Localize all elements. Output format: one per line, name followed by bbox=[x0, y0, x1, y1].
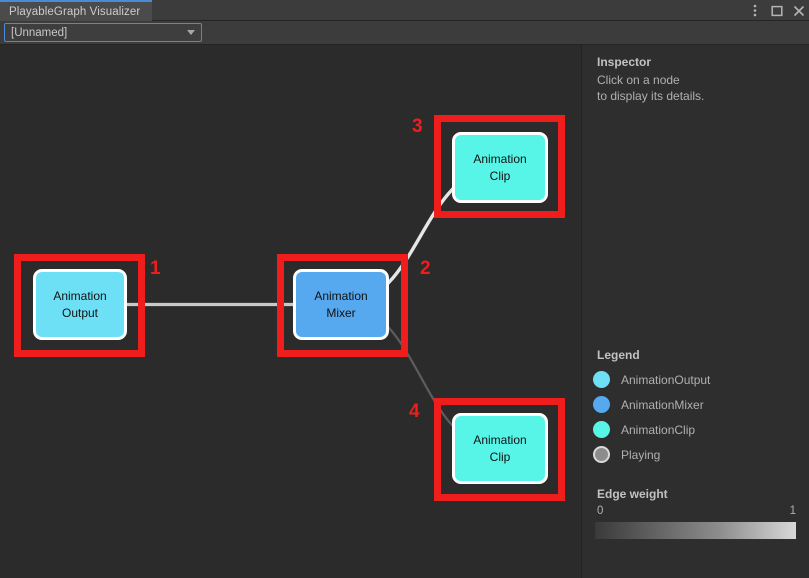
node-label-line-1: Animation bbox=[473, 151, 527, 166]
annotation-number: 2 bbox=[420, 258, 431, 279]
maximize-icon[interactable] bbox=[770, 4, 783, 17]
legend-item-label: AnimationClip bbox=[621, 422, 696, 437]
more-options-icon[interactable] bbox=[748, 4, 761, 17]
inspector-hint-line-2: to display its details. bbox=[597, 89, 705, 103]
node-label-line-2: Clip bbox=[489, 449, 511, 464]
node-label-line-1: Animation bbox=[473, 432, 527, 447]
edge-weight-title: Edge weight bbox=[597, 487, 668, 501]
legend-item: Playing bbox=[593, 442, 793, 467]
node-label-line-1: Animation bbox=[314, 288, 368, 303]
tab-label: PlayableGraph Visualizer bbox=[9, 5, 141, 18]
annotation-number: 3 bbox=[412, 116, 423, 137]
inspector-hint-line-1: Click on a node bbox=[597, 73, 680, 87]
legend-color-dot bbox=[593, 371, 610, 388]
edge-weight-min-label: 0 bbox=[597, 505, 604, 517]
tab-playablegraph-visualizer[interactable]: PlayableGraph Visualizer bbox=[0, 0, 153, 21]
annotation-number: 4 bbox=[409, 401, 420, 422]
legend-item-label: AnimationOutput bbox=[621, 372, 711, 387]
chevron-down-icon bbox=[187, 30, 195, 35]
annotation-number: 1 bbox=[150, 258, 161, 279]
legend-item-label: AnimationMixer bbox=[621, 397, 704, 412]
edge-weight-gradient-bar bbox=[595, 522, 796, 539]
legend-color-dot bbox=[593, 421, 610, 438]
legend-item: AnimationOutput bbox=[593, 367, 793, 392]
legend-title: Legend bbox=[597, 348, 640, 362]
node-label-line-2: Output bbox=[61, 305, 99, 320]
graph-selector-dropdown[interactable]: [Unnamed] bbox=[4, 23, 202, 42]
node-label-line-1: Animation bbox=[53, 288, 107, 303]
inspector-hint: Click on a node to display its details. bbox=[597, 72, 704, 104]
toolbar: [Unnamed] bbox=[0, 21, 809, 45]
close-icon[interactable] bbox=[792, 4, 805, 17]
inspector-title: Inspector bbox=[597, 55, 652, 69]
legend-item-label: Playing bbox=[621, 447, 661, 462]
legend-item: AnimationMixer bbox=[593, 392, 793, 417]
legend-item: AnimationClip bbox=[593, 417, 793, 442]
node-label-line-2: Mixer bbox=[326, 305, 356, 320]
legend-color-dot bbox=[593, 396, 610, 413]
title-bar: PlayableGraph Visualizer bbox=[0, 0, 809, 21]
edge-weight-max-label: 1 bbox=[789, 505, 796, 517]
side-panel: Inspector Click on a node to display its… bbox=[581, 45, 809, 578]
legend-color-dot bbox=[593, 446, 610, 463]
node-label-line-2: Clip bbox=[489, 168, 511, 183]
window-controls bbox=[748, 0, 805, 21]
edge-weight-scale: 0 1 bbox=[597, 505, 796, 517]
graph-selector-value: [Unnamed] bbox=[11, 26, 68, 39]
